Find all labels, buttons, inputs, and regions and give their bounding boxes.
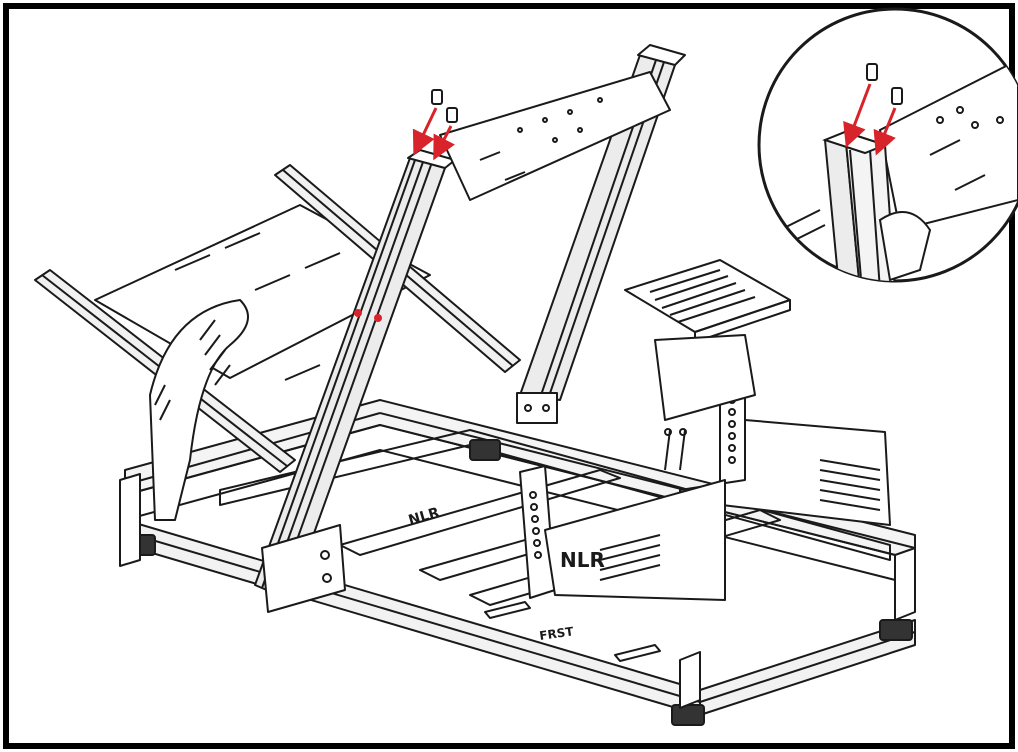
pedal-plate <box>624 259 791 343</box>
detail-inset <box>757 7 1018 283</box>
figure-border <box>3 3 1015 749</box>
t-nut-insert-1 <box>431 89 443 105</box>
shifter-bracket <box>654 334 756 471</box>
lever-handle-right <box>614 644 661 662</box>
insert-arrow-2 <box>433 125 455 161</box>
detail-arrow-2 <box>873 107 897 156</box>
detail-arrow-1 <box>843 83 872 148</box>
rig-frame <box>34 44 916 726</box>
lever-handle-left <box>484 601 531 619</box>
insert-arrow-1 <box>412 107 438 156</box>
brand-seat-bracket: NLR <box>560 548 605 572</box>
seat-bracket-left <box>519 465 726 601</box>
brand-base-bracket: NLR <box>407 505 442 529</box>
top-plate <box>439 71 671 201</box>
t-nut-insert-2 <box>446 107 458 123</box>
rear-upright <box>516 44 686 424</box>
alignment-dot-1 <box>354 309 362 317</box>
insert-pieces-main <box>412 89 458 161</box>
brand-front-crossbar: FRST <box>538 624 575 643</box>
alignment-dot-2 <box>374 314 382 322</box>
main-upright <box>254 149 456 613</box>
detail-insert-1 <box>866 63 878 81</box>
detail-insert-2 <box>891 87 903 105</box>
